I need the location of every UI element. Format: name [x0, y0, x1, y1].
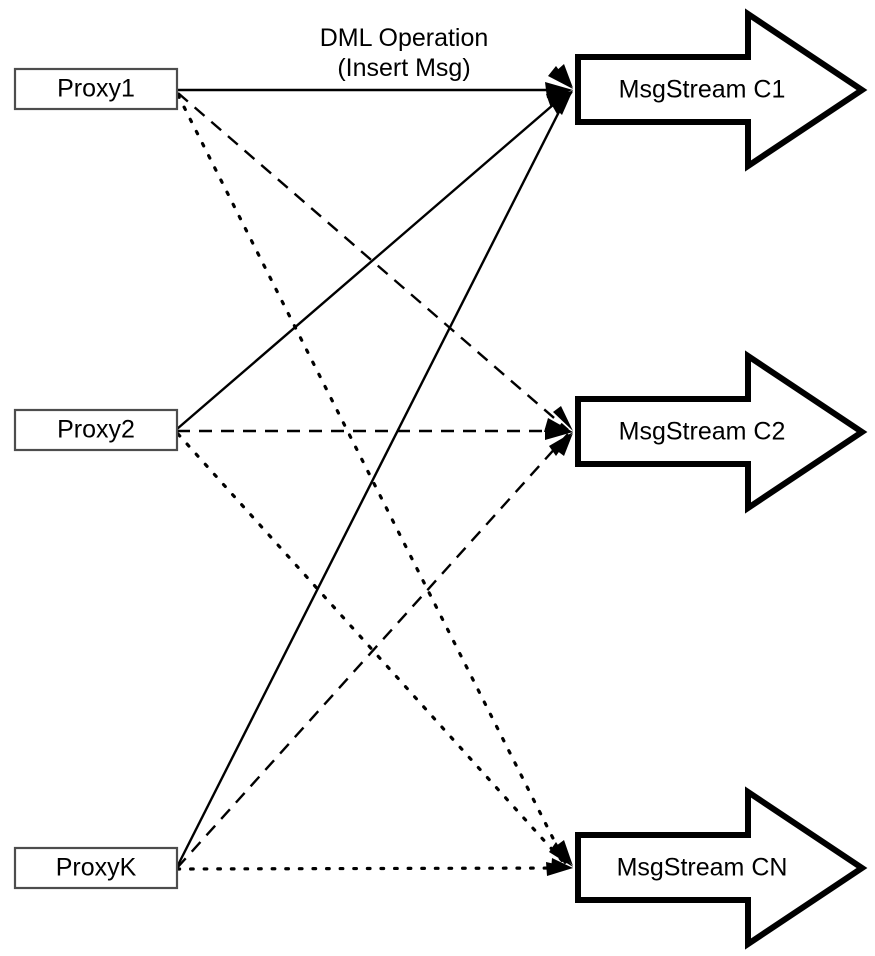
stream-nodes: MsgStream C1 MsgStream C2 MsgStream CN — [575, 8, 868, 950]
connector-group — [175, 88, 570, 871]
connector-proxyk-to-c2 — [176, 433, 569, 869]
arrowhead-group — [544, 64, 573, 876]
arrowhead-proxyk-to-c1 — [552, 90, 573, 115]
stream-node-c2[interactable]: MsgStream C2 — [575, 350, 868, 514]
cn-block-arrow[interactable] — [575, 786, 868, 950]
connector-proxy1-to-c2 — [177, 92, 569, 431]
connector-proxyk-to-cn — [175, 866, 569, 871]
dml-operation-label-line2: (Insert Msg) — [337, 54, 470, 82]
proxy1-box[interactable] — [13, 67, 179, 111]
proxyk-box[interactable] — [13, 846, 179, 890]
arrowhead-c2-lower — [556, 433, 573, 456]
proxy-node-proxyk[interactable]: ProxyK — [13, 846, 179, 890]
c1-block-arrow[interactable] — [575, 8, 868, 172]
arrowhead-proxy2-to-c1 — [548, 66, 573, 89]
proxy-node-proxy1[interactable]: Proxy1 — [13, 67, 179, 111]
stream-node-cn[interactable]: MsgStream CN — [575, 786, 868, 950]
proxy2-label: Proxy2 — [57, 416, 135, 444]
cn-label: MsgStream CN — [617, 854, 788, 882]
arrowhead-extra-c1 — [555, 64, 573, 88]
proxy-node-proxy2[interactable]: Proxy2 — [13, 408, 179, 452]
arrowhead-cn-extra — [551, 858, 573, 870]
proxy-nodes: Proxy1 Proxy2 ProxyK — [13, 67, 179, 890]
proxy2-box[interactable] — [13, 408, 179, 452]
arrowhead-proxy2-to-c2 — [545, 428, 573, 440]
proxyk-label: ProxyK — [56, 854, 137, 882]
connector-proxy1-to-cn — [176, 93, 569, 868]
c1-label: MsgStream C1 — [619, 76, 786, 104]
c2-label: MsgStream C2 — [619, 418, 786, 446]
arrowhead-proxyk-to-c2 — [549, 432, 573, 456]
connector-proxyk-to-c1 — [175, 93, 570, 868]
arrowhead-proxy1-to-c2-head — [553, 406, 573, 431]
proxy1-label: Proxy1 — [57, 75, 135, 103]
arrowhead-proxy2-to-cn — [549, 842, 573, 867]
connector-proxy2-to-cn — [176, 432, 569, 868]
connector-proxy2-to-c1 — [176, 91, 569, 430]
dml-operation-label-line1: DML Operation — [320, 24, 489, 52]
stream-node-c1[interactable]: MsgStream C1 — [575, 8, 868, 172]
arrowhead-proxy1-to-cn — [556, 840, 573, 866]
arrowhead-c2-upper — [544, 418, 573, 432]
dml-operation-label: DML Operation (Insert Msg) — [320, 24, 489, 82]
c2-block-arrow[interactable] — [575, 350, 868, 514]
